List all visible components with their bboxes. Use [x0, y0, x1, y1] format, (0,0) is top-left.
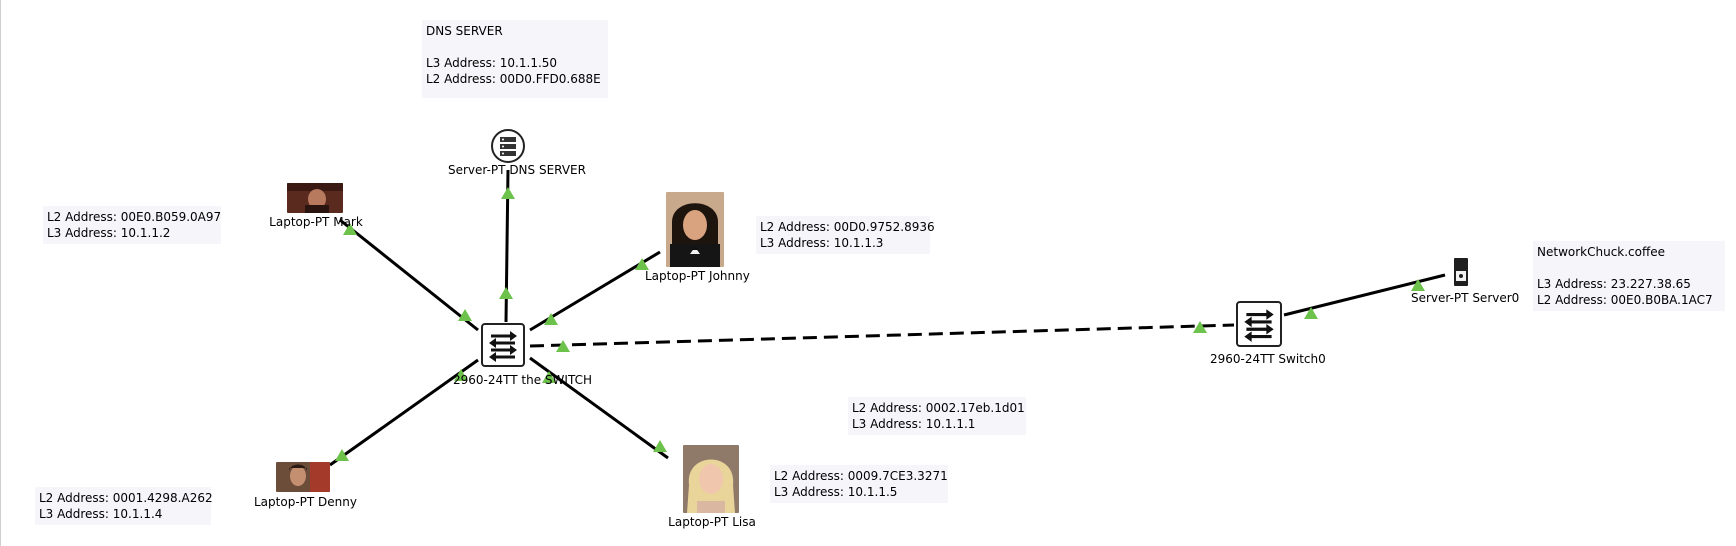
l3-address: L3 Address: 10.1.1.3	[760, 236, 884, 250]
device-name: Server0	[1472, 291, 1520, 305]
johnny-photo[interactable]	[666, 192, 724, 267]
device-model: 2960-24TT	[453, 373, 518, 387]
server-icon	[491, 129, 525, 163]
device-name: the SWITCH	[521, 373, 592, 387]
port-indicator	[499, 287, 513, 299]
switch-icon	[489, 331, 517, 362]
l2-address: L2 Address: 00D0.9752.8936	[760, 220, 935, 234]
device-model: Laptop-PT	[668, 515, 729, 529]
lisa-label: Laptop-PT Lisa	[662, 514, 762, 530]
device-name: DNS SERVER	[509, 163, 586, 177]
dns-server-device[interactable]	[490, 128, 526, 164]
person-photo	[683, 445, 739, 513]
person-photo	[276, 462, 330, 492]
port-indicator	[556, 340, 570, 352]
device-model: 2960-24TT	[1210, 352, 1275, 366]
port-indicator	[458, 309, 472, 321]
note-title: DNS SERVER	[426, 24, 503, 38]
device-model: Laptop-PT	[645, 269, 706, 283]
person-photo	[666, 192, 724, 267]
device-name: Johnny	[709, 269, 750, 283]
device-model: Server-PT	[448, 163, 506, 177]
port-indicator	[335, 449, 349, 461]
server0-label: Server-PT Server0	[1411, 290, 1519, 306]
link-switch-switch0	[529, 323, 1235, 348]
device-name: Mark	[333, 215, 363, 229]
mark-photo[interactable]	[287, 183, 343, 213]
server0-device[interactable]	[1451, 257, 1471, 287]
switch-icon	[1244, 309, 1274, 342]
device-model: Server-PT	[1411, 291, 1469, 305]
l2-address: L2 Address: 0009.7CE3.3271	[774, 469, 948, 483]
johnny-label: Laptop-PT Johnny	[645, 268, 750, 284]
l2-address: L2 Address: 00D0.FFD0.688E	[426, 72, 601, 86]
l2-address: L2 Address: 0002.17eb.1d01	[852, 401, 1025, 415]
lisa-photo[interactable]	[683, 445, 739, 513]
l2-address: L2 Address: 00E0.B0BA.1AC7	[1537, 293, 1713, 307]
l3-address: L3 Address: 10.1.1.1	[852, 417, 976, 431]
port-indicator	[501, 187, 515, 199]
l2-address: L2 Address: 0001.4298.A262	[39, 491, 213, 505]
switch0-device[interactable]	[1236, 301, 1282, 347]
port-indicator	[653, 440, 667, 452]
mark-address-note[interactable]: L2 Address: 00E0.B059.0A97 L3 Address: 1…	[43, 206, 221, 244]
device-name: Lisa	[732, 515, 756, 529]
l3-address: L3 Address: 10.1.1.50	[426, 56, 558, 70]
port-indicator	[544, 313, 558, 325]
switch0-label: 2960-24TT Switch0	[1210, 351, 1326, 367]
link-denny-switch	[329, 358, 479, 467]
device-model: Laptop-PT	[269, 215, 330, 229]
l3-address: L3 Address: 10.1.1.5	[774, 485, 898, 499]
denny-label: Laptop-PT Denny	[254, 494, 357, 510]
person-photo	[287, 183, 343, 213]
canvas-border	[0, 0, 1, 546]
switch-address-note[interactable]: L2 Address: 0002.17eb.1d01 L3 Address: 1…	[848, 397, 1026, 435]
port-indicator	[542, 371, 556, 383]
l3-address: L3 Address: 10.1.1.2	[47, 226, 171, 240]
the-switch-label: 2960-24TT the SWITCH	[453, 372, 592, 388]
device-name: Switch0	[1278, 352, 1326, 366]
mark-label: Laptop-PT Mark	[266, 214, 366, 230]
dns-server-label: Server-PT DNS SERVER	[448, 162, 586, 178]
port-indicator	[1411, 279, 1425, 291]
port-indicator	[1304, 307, 1318, 319]
dns-server-note[interactable]: DNS SERVER L3 Address: 10.1.1.50 L2 Addr…	[422, 20, 608, 98]
denny-address-note[interactable]: L2 Address: 0001.4298.A262 L3 Address: 1…	[35, 487, 213, 525]
l3-address: L3 Address: 10.1.1.4	[39, 507, 163, 521]
note-title: NetworkChuck.coffee	[1537, 245, 1666, 259]
port-indicator	[343, 223, 357, 235]
johnny-address-note[interactable]: L2 Address: 00D0.9752.8936 L3 Address: 1…	[756, 216, 935, 254]
lisa-address-note[interactable]: L2 Address: 0009.7CE3.3271 L3 Address: 1…	[770, 465, 948, 503]
the-switch-device[interactable]	[481, 323, 525, 367]
port-indicator	[454, 369, 468, 381]
device-name: Denny	[318, 495, 357, 509]
device-model: Laptop-PT	[254, 495, 315, 509]
port-indicator	[1193, 321, 1207, 333]
l3-address: L3 Address: 23.227.38.65	[1537, 277, 1691, 291]
l2-address: L2 Address: 00E0.B059.0A97	[47, 210, 222, 224]
denny-photo[interactable]	[276, 462, 330, 492]
server-icon	[1454, 258, 1468, 286]
networkchuck-note[interactable]: NetworkChuck.coffee L3 Address: 23.227.3…	[1533, 241, 1725, 311]
port-indicator	[635, 258, 649, 270]
link-lisa-switch	[529, 356, 669, 460]
link-mark-switch	[339, 218, 479, 332]
